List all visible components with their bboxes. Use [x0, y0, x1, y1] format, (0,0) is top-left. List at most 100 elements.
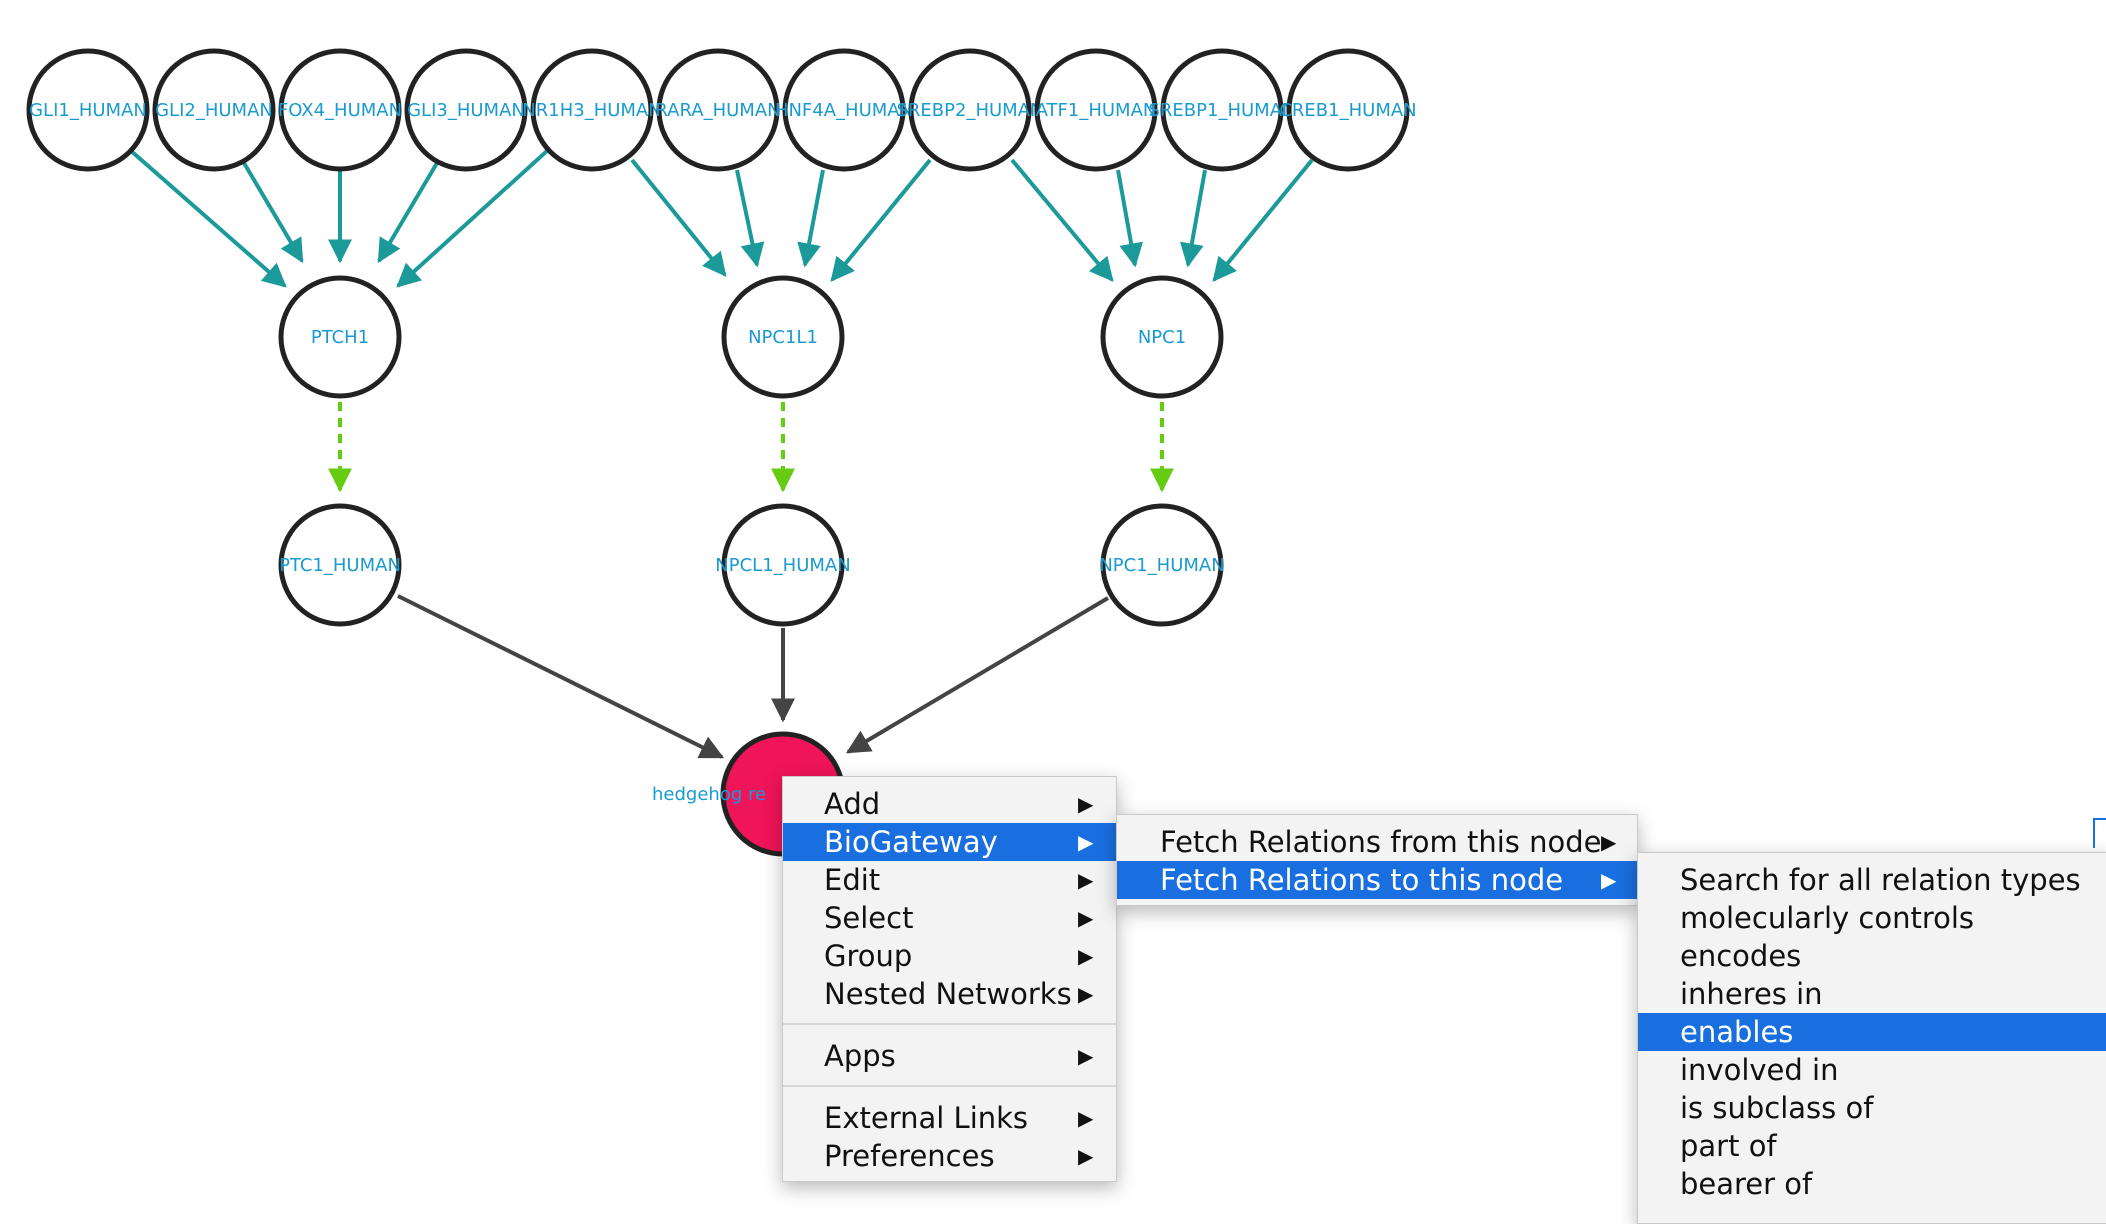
menu-item-label: bearer of [1680, 1167, 1813, 1201]
edge [830, 158, 932, 282]
node-circle [656, 48, 780, 172]
menu-item-encodes[interactable]: encodes [1638, 937, 2106, 975]
menu-item-label: Fetch Relations to this node [1160, 863, 1564, 897]
menu-item-label: molecularly controls [1680, 901, 1975, 935]
menu-item-bearer-of[interactable]: bearer of [1638, 1165, 2106, 1203]
menu-item-fetch-relations-from[interactable]: Fetch Relations from this node ▶ [1117, 823, 1637, 861]
submenu-arrow-icon: ▶ [1601, 868, 1617, 892]
node-label: GLI2_HUMAN [155, 100, 273, 121]
protein-node[interactable]: NPCL1_HUMAN [715, 503, 851, 627]
node-label: SREBP2_HUMAN [897, 100, 1044, 121]
menu-item-apps[interactable]: Apps ▶ [783, 1037, 1116, 1075]
menu-item-biogateway[interactable]: BioGateway ▶ [783, 823, 1116, 861]
node-circle [1034, 48, 1158, 172]
tf-node[interactable]: HNF4A_HUMAN [775, 48, 913, 172]
node-label: HNF4A_HUMAN [775, 100, 913, 121]
node-circle [721, 503, 845, 627]
menu-item-part-of[interactable]: part of [1638, 1127, 2106, 1165]
tf-node[interactable]: ATF1_HUMAN [1034, 48, 1158, 172]
menu-item-label: Edit [824, 863, 881, 897]
node-label: RARA_HUMAN [655, 100, 780, 121]
node-circle [530, 48, 654, 172]
submenu-arrow-icon: ▶ [1601, 830, 1617, 854]
menu-item-label: External Links [824, 1101, 1029, 1135]
protein-node[interactable]: NPC1_HUMAN [1099, 503, 1225, 627]
node-circle [404, 48, 528, 172]
menu-item-label: enables [1680, 1015, 1794, 1049]
node-label: CREB1_HUMAN [1279, 100, 1416, 121]
menu-item-label: is subclass of [1680, 1091, 1874, 1125]
menu-item-label: Group [824, 939, 913, 973]
submenu-arrow-icon: ▶ [1078, 792, 1094, 816]
node-circle [1100, 503, 1224, 627]
node-label: NPCL1_HUMAN [715, 555, 850, 576]
tf-node[interactable]: GLI1_HUMAN [26, 48, 150, 172]
tf-node[interactable]: GLI2_HUMAN [152, 48, 276, 172]
menu-item-label: Fetch Relations from this node [1160, 825, 1602, 859]
tf-node[interactable]: SREBP1_HUMAN [1149, 48, 1296, 172]
tf-node[interactable]: RARA_HUMAN [655, 48, 781, 172]
menu-item-fetch-relations-to[interactable]: Fetch Relations to this node ▶ [1117, 861, 1637, 899]
gene-node[interactable]: PTCH1 [278, 275, 402, 399]
menu-item-is-subclass-of[interactable]: is subclass of [1638, 1089, 2106, 1127]
edge [630, 158, 727, 277]
menu-item-label: Apps [824, 1039, 896, 1073]
tf-node[interactable]: SREBP2_HUMAN [897, 48, 1044, 172]
menu-item-select[interactable]: Select ▶ [783, 899, 1116, 937]
node-label: FOX4_HUMAN [278, 100, 402, 121]
menu-item-label: BioGateway [824, 825, 998, 859]
node-circle [152, 48, 276, 172]
node-label: SREBP1_HUMAN [1149, 100, 1296, 121]
tf-node[interactable]: GLI3_HUMAN [404, 48, 528, 172]
submenu-arrow-icon: ▶ [1078, 1044, 1094, 1068]
node-label: NPC1_HUMAN [1099, 555, 1224, 576]
node-circle [721, 275, 845, 399]
node-label: PTC1_HUMAN [279, 555, 401, 576]
edge [1212, 158, 1314, 282]
process-node-label: hedgehog re [652, 784, 766, 805]
submenu-arrow-icon: ▶ [1078, 830, 1094, 854]
edge [242, 161, 304, 264]
protein-node[interactable]: PTC1_HUMAN [278, 503, 402, 627]
menu-item-edit[interactable]: Edit ▶ [783, 861, 1116, 899]
gene-node[interactable]: NPC1L1 [721, 275, 845, 399]
menu-item-nested-networks[interactable]: Nested Networks ▶ [783, 975, 1116, 1013]
menu-item-group[interactable]: Group ▶ [783, 937, 1116, 975]
menu-item-preferences[interactable]: Preferences ▶ [783, 1137, 1116, 1175]
regulation-edges [128, 148, 1314, 288]
tf-node[interactable]: NR1H3_HUMAN [522, 48, 662, 172]
relations-submenu: Search for all relation types molecularl… [1637, 852, 2106, 1224]
node-circle [1160, 48, 1284, 172]
target-edges [397, 594, 1110, 759]
context-menu: Add ▶ BioGateway ▶ Edit ▶ Select ▶ Group… [782, 776, 1117, 1182]
menu-item-search-all-relation-types[interactable]: Search for all relation types [1638, 861, 2106, 899]
node-circle [908, 48, 1032, 172]
node-label: GLI3_HUMAN [407, 100, 525, 121]
menu-item-inheres-in[interactable]: inheres in [1638, 975, 2106, 1013]
node-circle [1286, 48, 1410, 172]
partial-panel-corner [2093, 818, 2106, 848]
menu-item-involved-in[interactable]: involved in [1638, 1051, 2106, 1089]
menu-item-molecularly-controls[interactable]: molecularly controls [1638, 899, 2106, 937]
node-circle [278, 48, 402, 172]
menu-item-external-links[interactable]: External Links ▶ [783, 1099, 1116, 1137]
node-label: NR1H3_HUMAN [522, 100, 661, 121]
submenu-arrow-icon: ▶ [1078, 906, 1094, 930]
gene-node[interactable]: NPC1 [1100, 275, 1224, 399]
menu-item-label: involved in [1680, 1053, 1839, 1087]
menu-item-label: encodes [1680, 939, 1802, 973]
menu-item-enables[interactable]: enables [1638, 1013, 2106, 1051]
menu-item-add[interactable]: Add ▶ [783, 785, 1116, 823]
node-circle [1100, 275, 1224, 399]
node-label: GLI1_HUMAN [29, 100, 147, 121]
node-circle [782, 48, 906, 172]
edge [377, 161, 439, 264]
tf-node[interactable]: CREB1_HUMAN [1279, 48, 1417, 172]
menu-item-label: Preferences [824, 1139, 995, 1173]
edge [397, 594, 725, 759]
menu-item-label: Search for all relation types [1680, 863, 2081, 897]
edge [1179, 169, 1207, 268]
edge [797, 169, 825, 268]
edge [1116, 169, 1144, 268]
tf-node[interactable]: FOX4_HUMAN [278, 48, 402, 172]
